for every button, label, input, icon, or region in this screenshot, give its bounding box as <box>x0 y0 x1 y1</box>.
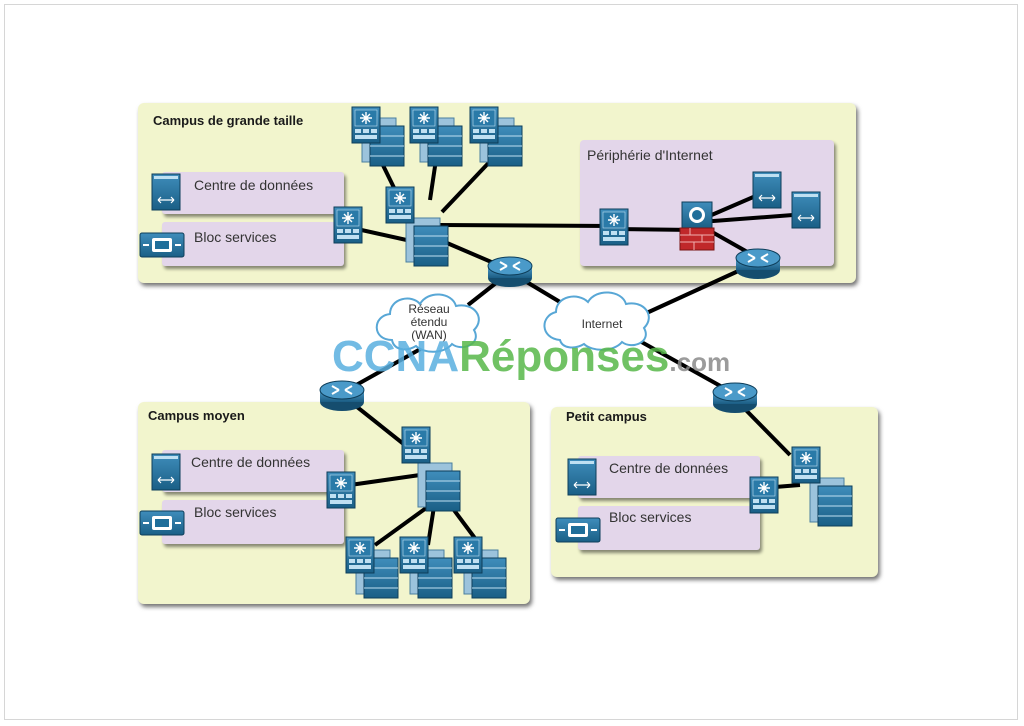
small-campus-title: Petit campus <box>566 409 647 424</box>
watermark: CCNARéponses.com <box>332 332 730 382</box>
access-switch-3 <box>469 106 523 167</box>
medium-access-3 <box>453 536 507 599</box>
large-campus-title: Campus de grande taille <box>153 113 304 128</box>
access-switch-2 <box>409 106 463 167</box>
server-icon-medium <box>151 453 181 491</box>
phone-icon-medium <box>139 510 185 536</box>
wan-cloud-label: Réseau étendu (WAN) <box>404 303 454 342</box>
edge-switch <box>599 208 629 246</box>
medium-access-1 <box>345 536 399 599</box>
firewall-icon <box>679 201 715 251</box>
core-router-large <box>487 256 533 288</box>
medium-access-2 <box>399 536 453 599</box>
wan-label-line2: étendu <box>410 315 448 329</box>
phone-icon-small <box>555 517 601 543</box>
watermark-part2: Réponses <box>459 332 670 381</box>
server-icon-large <box>151 173 181 211</box>
small-services-label: Bloc services <box>609 509 692 525</box>
router-medium <box>319 380 365 412</box>
medium-dc-switch <box>326 471 356 509</box>
wan-cloud-icon <box>375 293 480 353</box>
small-datacenter-panel <box>578 456 760 498</box>
large-datacenter-label: Centre de données <box>194 177 314 193</box>
internet-cloud-icon <box>543 291 650 351</box>
watermark-part1: CCNA <box>332 332 460 381</box>
small-datacenter-label: Centre de données <box>609 460 729 476</box>
edge-server-2 <box>791 191 821 229</box>
small-dc-switch <box>749 476 779 514</box>
large-services-label: Bloc services <box>194 229 277 245</box>
watermark-part3: .com <box>669 347 731 377</box>
large-services-panel <box>162 222 344 266</box>
internet-cloud-label: Internet <box>581 317 623 331</box>
edge-router <box>735 248 781 280</box>
small-services-panel <box>578 506 760 550</box>
medium-campus-title: Campus moyen <box>148 408 245 423</box>
phone-icon-large <box>139 232 185 258</box>
access-switch-1 <box>351 106 405 167</box>
edge-server-1 <box>752 171 782 209</box>
medium-services-panel <box>162 500 344 544</box>
large-datacenter-panel <box>162 172 344 214</box>
server-icon-small <box>567 458 597 496</box>
dc-switch-large <box>333 206 363 244</box>
internet-edge-label: Périphérie d'Internet <box>587 147 713 163</box>
medium-datacenter-panel <box>162 450 344 492</box>
medium-datacenter-label: Centre de données <box>191 454 311 470</box>
distribution-switch-stack <box>385 186 449 267</box>
wan-label-line3: (WAN) <box>411 328 447 342</box>
medium-core-stack <box>401 426 461 512</box>
small-core-stack <box>791 446 853 527</box>
medium-services-label: Bloc services <box>194 504 277 520</box>
router-small <box>712 382 758 414</box>
wan-label-line1: Réseau <box>408 302 450 316</box>
